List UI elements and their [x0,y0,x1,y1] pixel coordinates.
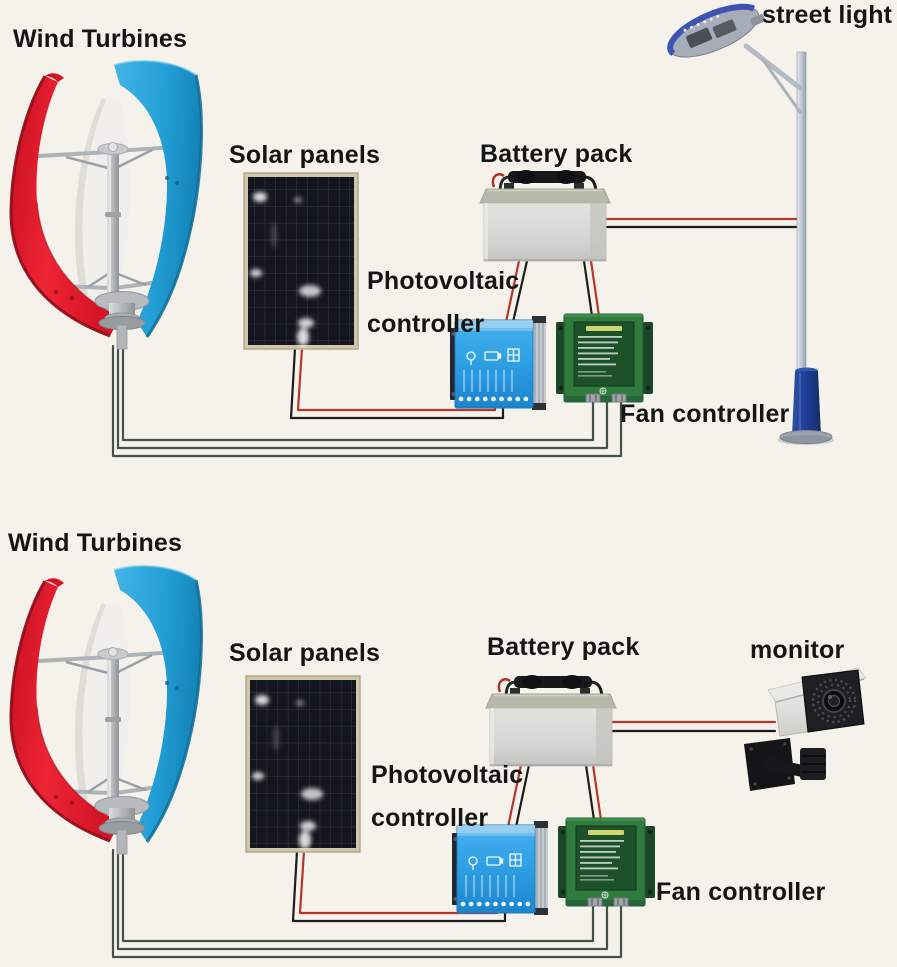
pv-controller-label-top-line2: controller [367,310,485,338]
battery-pack-label-bottom: Battery pack [487,633,640,661]
pv-controller-label-top-line1: Photovoltaic [367,267,520,295]
battery-pack-label-top: Battery pack [480,140,633,168]
wind-turbines-label-bottom: Wind Turbines [8,529,183,557]
wire-battery-to-pv-positive [506,763,523,829]
wind-turbine-illustration-bottom [8,563,204,856]
wire-battery-to-fan-negative [584,763,596,822]
monitor-label: monitor [750,636,845,664]
wind-turbine-illustration-top [8,58,204,351]
solar-panel-illustration-bottom [246,676,360,852]
battery-pack-illustration-bottom [484,673,618,768]
wire-battery-to-pv-negative [511,259,529,324]
pv-controller-label-bottom-line1: Photovoltaic [371,761,524,789]
battery-pack-illustration-top [478,168,612,263]
wiring-bottom [111,720,777,959]
wire-solar-to-pv-negative [289,346,505,420]
cctv-camera-illustration [744,667,867,791]
fan-controller-label-top: Fan controller [620,400,790,428]
street-light-label: street light [762,1,893,29]
pv-controller-label-bottom-line2: controller [371,804,489,832]
photovoltaic-controller-illustration-bottom [452,821,548,915]
wind-turbines-label-top: Wind Turbines [13,25,188,53]
wiring-top [111,217,803,458]
solar-panels-label-bottom: Solar panels [229,639,381,667]
fan-controller-illustration-top [555,313,654,403]
wire-turbine-to-fan-3phase [111,848,623,959]
wire-battery-to-fan-positive [589,259,601,318]
solar-panels-label-top: Solar panels [229,141,381,169]
wire-battery-to-fan-negative [582,259,594,318]
fan-controller-label-bottom: Fan controller [656,878,826,906]
wire-battery-to-fan-positive [591,763,603,822]
solar-panel-illustration-top [244,173,358,349]
street-light-illustration [667,3,834,445]
wire-battery-to-pv-negative [514,763,531,829]
fan-controller-illustration-bottom [557,817,656,907]
wire-battery-to-pv-positive [504,259,521,324]
wire-turbine-to-fan-3phase [111,344,623,458]
